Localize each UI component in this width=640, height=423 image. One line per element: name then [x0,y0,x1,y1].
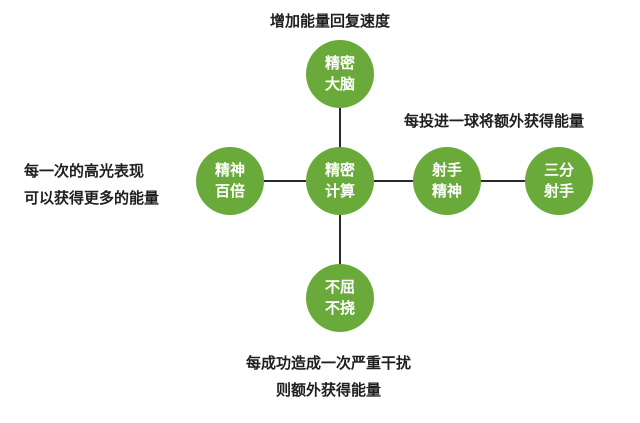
caption-top: 增加能量回复速度 [270,8,390,35]
connector-right-inner-right-outer [478,180,528,182]
connector-left-center [264,180,308,182]
node-bottom: 不屈 不挠 [306,264,374,332]
node-right-inner: 射手 精神 [413,147,481,215]
node-right-inner-line2: 精神 [431,182,462,200]
caption-left-line1: 每一次的高光表现 [24,162,145,180]
node-top: 精密 大脑 [306,40,374,108]
node-right-inner-line1: 射手 [431,161,462,179]
connector-center-top [339,102,341,150]
node-right-outer-line2: 射手 [543,182,574,200]
node-right-outer-line1: 三分 [543,161,574,179]
node-bottom-line1: 不屈 [324,278,355,296]
node-right-outer: 三分 射手 [525,147,593,215]
node-bottom-line2: 不挠 [324,299,355,317]
caption-left: 每一次的高光表现 可以获得更多的能量 [24,158,159,212]
node-top-line1: 精密 [324,54,355,72]
caption-left-line2: 可以获得更多的能量 [24,189,160,207]
node-center-line1: 精密 [324,161,355,179]
caption-right: 每投进一球将额外获得能量 [404,108,584,135]
node-left-line1: 精神 [214,161,245,179]
connector-center-bottom [339,212,341,266]
node-left-line2: 百倍 [214,182,245,200]
caption-bottom-line2: 则额外获得能量 [276,381,382,399]
node-top-line2: 大脑 [324,75,355,93]
connector-center-right-inner [370,180,416,182]
caption-top-line1: 增加能量回复速度 [270,12,391,30]
caption-right-line1: 每投进一球将额外获得能量 [404,112,585,130]
caption-bottom: 每成功造成一次严重干扰 则额外获得能量 [246,350,411,404]
caption-bottom-line1: 每成功造成一次严重干扰 [246,354,412,372]
node-center-line2: 计算 [324,182,355,200]
node-center: 精密 计算 [306,147,374,215]
node-left: 精神 百倍 [196,147,264,215]
